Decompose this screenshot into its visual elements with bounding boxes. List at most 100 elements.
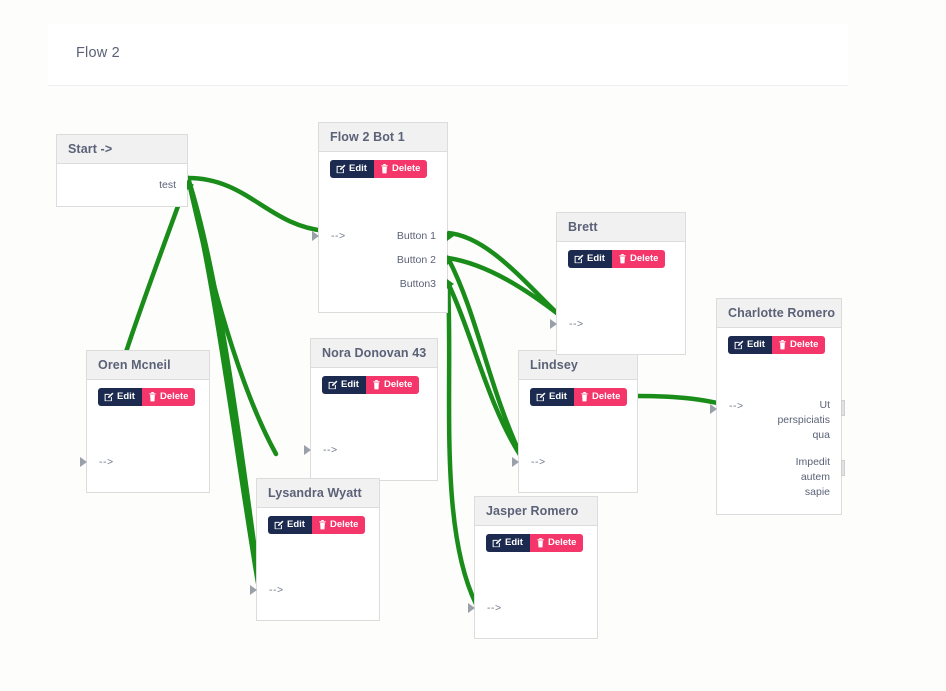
trash-icon xyxy=(381,164,388,174)
node-nora-actions: Edit Delete xyxy=(311,368,437,394)
port-row-button-3[interactable]: Button3 xyxy=(319,272,454,296)
node-brett-title: Brett xyxy=(557,213,685,242)
edge-button2-to-brett xyxy=(445,255,561,317)
pencil-square-icon xyxy=(274,520,284,530)
node-start-body: test xyxy=(57,164,194,206)
node-lindsey-actions: Edit Delete xyxy=(519,380,637,406)
panel-header: Flow 2 xyxy=(48,24,848,86)
trash-icon xyxy=(619,254,626,264)
node-bot1-ports: --> Button 1 Button 2 Button3 xyxy=(312,178,454,312)
node-bot1-actions: Edit Delete xyxy=(319,152,447,178)
edit-button[interactable]: Edit xyxy=(728,336,772,354)
node-brett-actions: Edit Delete xyxy=(557,242,685,268)
delete-button[interactable]: Delete xyxy=(611,250,666,268)
node-lysandra-ports: --> xyxy=(250,534,379,620)
node-start-ports: test xyxy=(57,164,194,206)
edit-button[interactable]: Edit xyxy=(486,534,530,552)
pencil-square-icon xyxy=(336,164,346,174)
pencil-square-icon xyxy=(104,392,114,402)
node-jasper-body: Edit Delete --> xyxy=(468,526,597,638)
node-lysandra-title: Lysandra Wyatt xyxy=(257,479,379,508)
message-line: perspiciatis xyxy=(777,414,830,426)
page-title: Flow 2 xyxy=(76,45,120,61)
node-nora-donovan-43[interactable]: Nora Donovan 43 Edit xyxy=(304,338,438,481)
delete-button-label: Delete xyxy=(789,339,819,351)
node-brett-ports: --> xyxy=(550,268,685,354)
node-jasper-romero[interactable]: Jasper Romero Edit xyxy=(468,496,598,639)
edit-button[interactable]: Edit xyxy=(330,160,374,178)
node-start[interactable]: Start -> test xyxy=(56,134,194,207)
port-row-input[interactable]: --> xyxy=(304,438,437,462)
node-nora-ports: --> xyxy=(304,394,437,480)
delete-button-label: Delete xyxy=(591,391,621,403)
input-port-marker-icon[interactable] xyxy=(710,404,717,414)
node-brett[interactable]: Brett Edit Dele xyxy=(550,212,686,355)
port-row-output[interactable]: test xyxy=(57,164,194,206)
edit-button-label: Edit xyxy=(349,163,367,175)
node-lindsey-body: Edit Delete --> xyxy=(512,380,637,492)
input-port-marker-icon[interactable] xyxy=(512,457,519,467)
pencil-square-icon xyxy=(492,538,502,548)
node-bot1-output-label-2: Button3 xyxy=(399,278,436,290)
trash-icon xyxy=(149,392,156,402)
port-row-button-1[interactable]: --> Button 1 xyxy=(312,224,454,248)
delete-button-label: Delete xyxy=(547,537,577,549)
output-port-marker-icon[interactable] xyxy=(447,279,454,289)
port-row-input[interactable]: --> xyxy=(80,450,209,474)
output-port-marker-icon[interactable] xyxy=(187,180,194,190)
node-lysandra-wyatt[interactable]: Lysandra Wyatt Edit xyxy=(250,478,380,621)
edit-button[interactable]: Edit xyxy=(530,388,574,406)
pencil-square-icon xyxy=(574,254,584,264)
node-bot1-input-label: --> xyxy=(331,230,346,242)
delete-button[interactable]: Delete xyxy=(141,388,196,406)
node-oren-mcneil[interactable]: Oren Mcneil Edit xyxy=(80,350,210,493)
port-row-button-2[interactable]: Button 2 xyxy=(319,248,454,272)
output-port-marker-icon[interactable] xyxy=(447,255,454,265)
input-port-marker-icon[interactable] xyxy=(312,231,319,241)
node-lysandra-input-label: --> xyxy=(269,584,284,596)
pencil-square-icon xyxy=(734,340,744,350)
input-port-marker-icon[interactable] xyxy=(550,319,557,329)
port-row-input[interactable]: --> xyxy=(550,312,685,336)
port-row-input[interactable]: --> xyxy=(250,578,379,602)
edit-button[interactable]: Edit xyxy=(98,388,142,406)
edit-button[interactable]: Edit xyxy=(322,376,366,394)
trash-icon xyxy=(319,520,326,530)
input-port-marker-icon[interactable] xyxy=(250,585,257,595)
delete-button[interactable]: Delete xyxy=(573,388,628,406)
edit-button-label: Edit xyxy=(747,339,765,351)
node-bot1-output-label-1: Button 2 xyxy=(396,254,436,266)
node-bot1-body: Edit Delete --> Button 1 xyxy=(312,152,454,312)
output-port-marker-icon[interactable] xyxy=(447,231,454,241)
output-port-tab-1[interactable] xyxy=(841,460,845,476)
edge-button3-to-lindsey xyxy=(445,280,525,461)
delete-button[interactable]: Delete xyxy=(771,336,826,354)
node-flow-2-bot-1[interactable]: Flow 2 Bot 1 Edit xyxy=(312,122,454,313)
output-port-tab-0[interactable] xyxy=(841,400,845,416)
edit-button-label: Edit xyxy=(117,391,135,403)
edit-button-label: Edit xyxy=(505,537,523,549)
port-row-input[interactable]: --> xyxy=(512,450,637,474)
node-oren-actions: Edit Delete xyxy=(87,380,209,406)
node-charlotte-romero[interactable]: Charlotte Romero Edit xyxy=(710,298,845,515)
delete-button[interactable]: Delete xyxy=(311,516,366,534)
delete-button[interactable]: Delete xyxy=(365,376,420,394)
port-row-input[interactable]: --> xyxy=(468,596,597,620)
node-brett-body: Edit Delete --> xyxy=(550,242,685,354)
ports-spacer xyxy=(319,296,447,312)
delete-button[interactable]: Delete xyxy=(529,534,584,552)
edit-button[interactable]: Edit xyxy=(268,516,312,534)
node-lindsey[interactable]: Lindsey Edit De xyxy=(512,350,638,493)
edit-button[interactable]: Edit xyxy=(568,250,612,268)
node-start-title: Start -> xyxy=(57,135,187,164)
flow-panel: Flow 2 xyxy=(48,24,848,639)
input-port-marker-icon[interactable] xyxy=(304,445,311,455)
node-oren-title: Oren Mcneil xyxy=(87,351,209,380)
node-jasper-title: Jasper Romero xyxy=(475,497,597,526)
delete-button[interactable]: Delete xyxy=(373,160,428,178)
input-port-marker-icon[interactable] xyxy=(468,603,475,613)
flow-canvas[interactable]: Start -> test Flow 2 Bot 1 xyxy=(48,86,848,639)
node-charlotte-ports: --> Ut perspiciatis qua Impedit autem sa… xyxy=(710,354,845,514)
input-port-marker-icon[interactable] xyxy=(80,457,87,467)
delete-button-label: Delete xyxy=(329,519,359,531)
